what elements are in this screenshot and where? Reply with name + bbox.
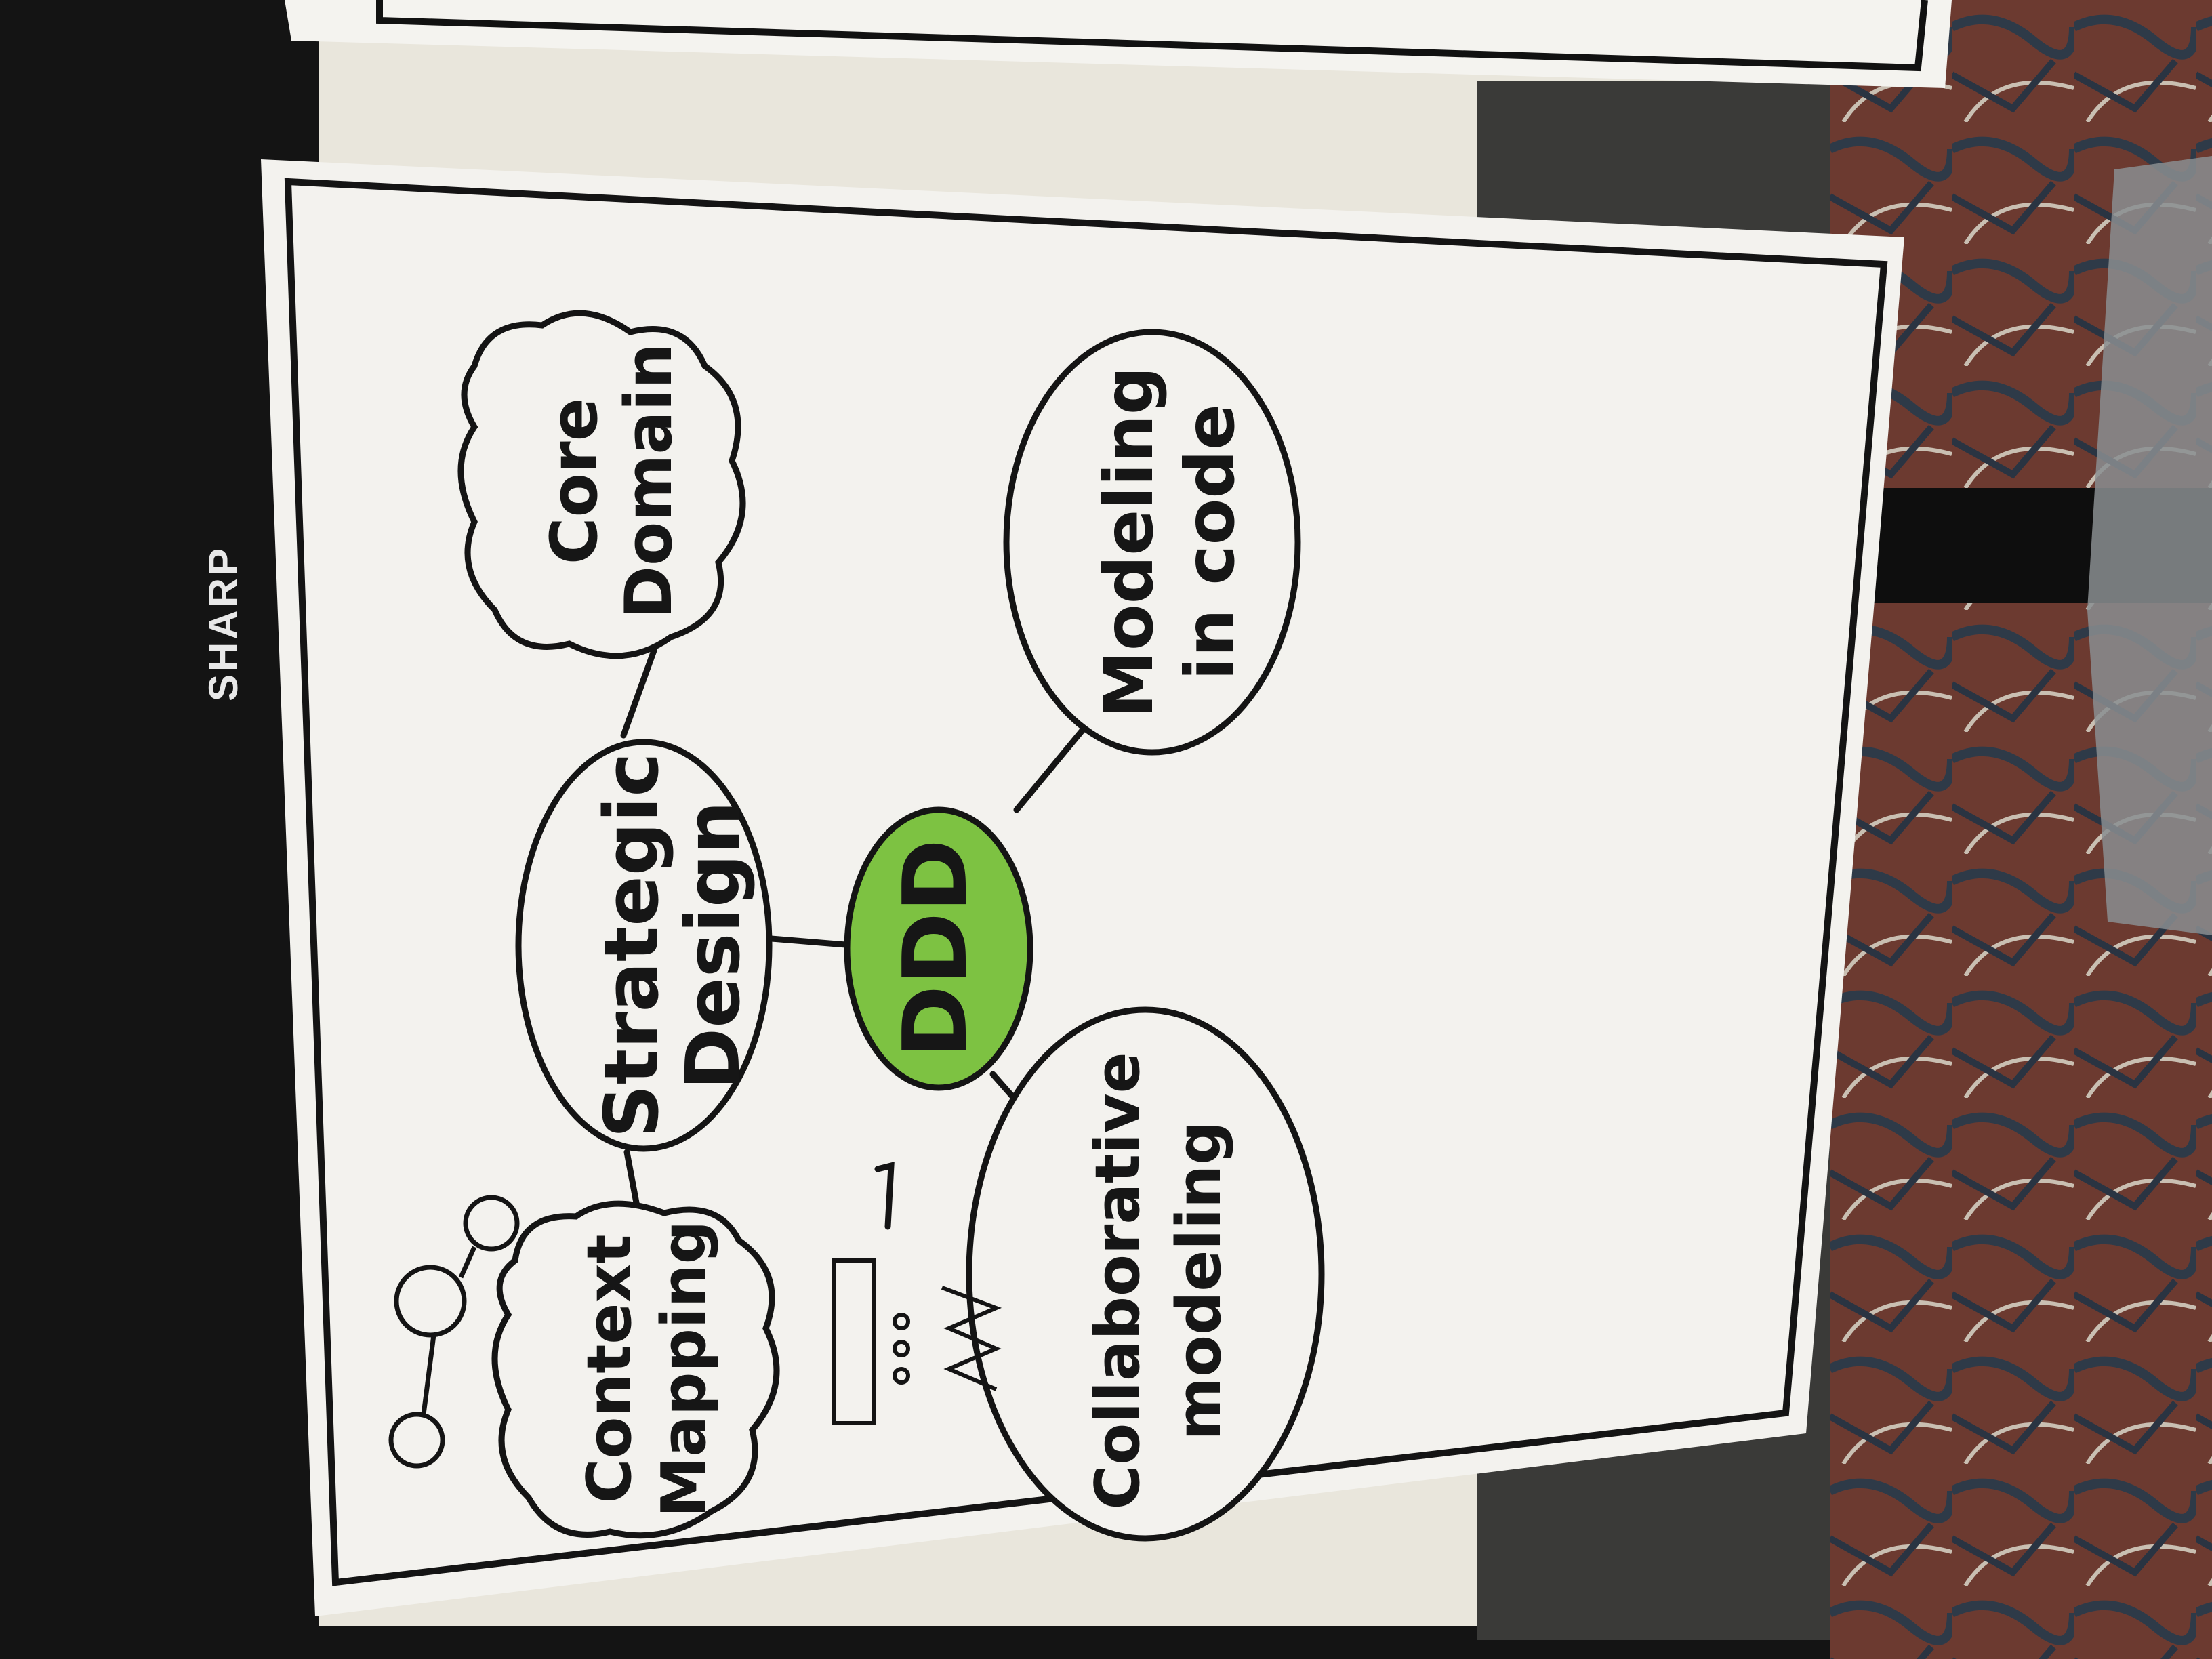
collaborative-modeling-ellipse: [966, 1006, 1325, 1542]
strategic-design-line1: Strategic: [588, 752, 675, 1138]
context-mapping-line1: Context: [574, 1234, 645, 1503]
collaborative-modeling-line2: modeling: [1164, 1121, 1235, 1440]
core-domain-line2: Domain: [612, 343, 687, 619]
modeling-in-code-line1: Modeling: [1089, 367, 1168, 718]
modeling-in-code-ellipse: [1003, 329, 1301, 756]
modeling-in-code-line2: in code: [1170, 404, 1250, 680]
top-sheet-border: [376, 0, 1928, 72]
flipchart-border: [284, 178, 1888, 1586]
easel-base: [2087, 156, 2212, 935]
core-domain-line1: Core: [537, 398, 612, 565]
strategic-design-line2: Design: [670, 801, 756, 1090]
context-mapping-cloud: [491, 1200, 780, 1539]
stickies-doodle: [832, 1258, 1002, 1425]
collaborative-modeling-line1: Collaborative: [1082, 1052, 1153, 1509]
ddd-ellipse: [844, 806, 1033, 1091]
ddd-label: DDD: [884, 839, 987, 1059]
tv-brand-logo: SHARP: [201, 546, 246, 701]
context-mapping-line2: Mapping: [649, 1221, 720, 1518]
context-map-doodle: [388, 1195, 520, 1469]
core-domain-cloud: [457, 310, 746, 659]
strategic-design-ellipse: [515, 739, 773, 1152]
